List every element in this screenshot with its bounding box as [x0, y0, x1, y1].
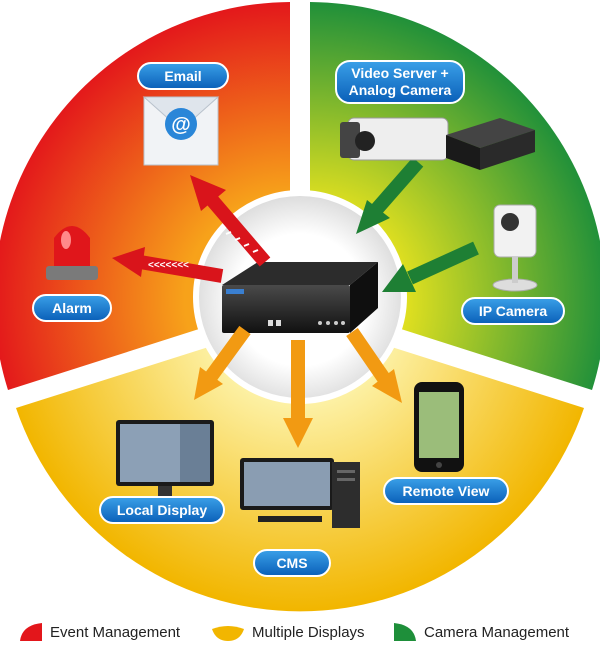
video-server-icon	[446, 118, 535, 170]
svg-text:Analog Camera: Analog Camera	[349, 82, 452, 98]
alarm-label: Alarm	[32, 294, 112, 322]
arrow-to-alarm: <<<<<<<	[112, 247, 224, 283]
svg-text:IP Camera: IP Camera	[479, 303, 547, 319]
arrow-from-video-server	[356, 157, 424, 234]
ip-camera-icon	[492, 204, 538, 292]
svg-text:Video Server +: Video Server +	[351, 65, 448, 81]
arrow-to-email	[190, 175, 271, 267]
video-server-label: Video Server + Analog Camera	[335, 60, 465, 104]
legend-label: Multiple Displays	[252, 623, 365, 641]
analog-camera-icon	[340, 117, 449, 161]
alarm-icon	[46, 226, 98, 280]
svg-text:@: @	[171, 114, 191, 136]
multiple-displays-swatch-icon	[212, 626, 244, 641]
legend-label: Camera Management	[424, 623, 570, 641]
svg-text:Alarm: Alarm	[52, 300, 92, 316]
email-icon: @	[142, 96, 220, 166]
camera-management-swatch-icon	[394, 623, 416, 641]
svg-text:<<<<<<<: <<<<<<<	[148, 260, 189, 271]
event-management-swatch-icon	[20, 623, 42, 641]
arrow-from-ip-camera	[382, 241, 479, 292]
cms-workstation-icon	[240, 458, 360, 528]
arrow-to-local-display	[194, 325, 251, 400]
cms-label: CMS	[253, 549, 331, 577]
local-display-label: Local Display	[99, 496, 225, 524]
svg-text:Remote View: Remote View	[403, 483, 490, 499]
remote-view-label: Remote View	[383, 477, 509, 505]
arrow-to-cms	[283, 340, 313, 448]
arrow-to-remote-view	[346, 328, 402, 403]
legend-label: Event Management	[50, 623, 181, 641]
nvr-device	[222, 262, 378, 333]
svg-text:Local Display: Local Display	[117, 502, 207, 518]
legend-multiple-displays: Multiple Displays	[210, 620, 365, 644]
svg-text:Email: Email	[164, 68, 201, 84]
email-label: Email	[137, 62, 229, 90]
local-display-icon	[116, 420, 214, 500]
legend-event-management: Event Management	[18, 620, 180, 644]
legend-camera-management: Camera Management	[392, 620, 569, 644]
remote-view-phone-icon	[414, 382, 464, 472]
ip-camera-label: IP Camera	[461, 297, 565, 325]
svg-text:CMS: CMS	[276, 555, 307, 571]
